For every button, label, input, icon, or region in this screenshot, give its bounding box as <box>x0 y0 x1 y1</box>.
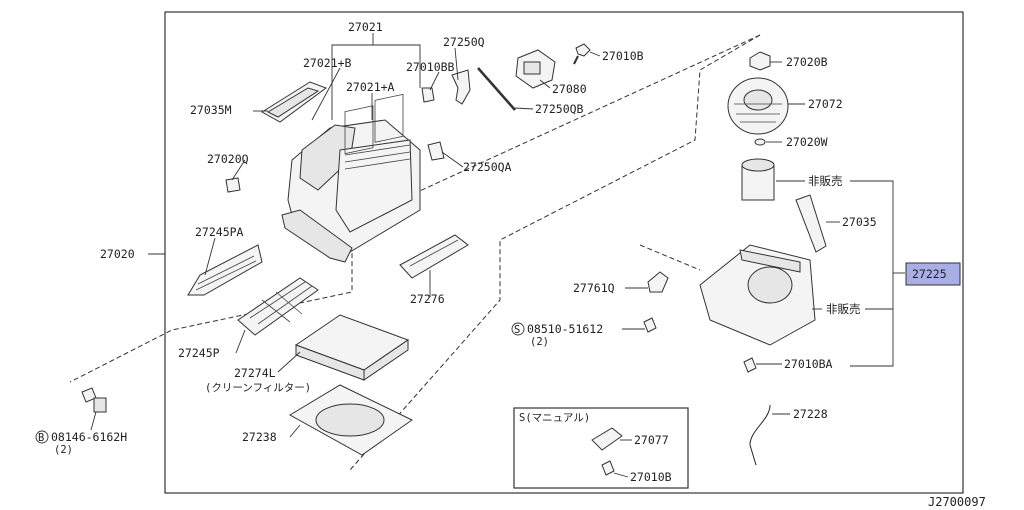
diagram-frame <box>164 11 964 494</box>
label-27250qa[interactable]: 27250QA <box>463 160 512 174</box>
label-27035[interactable]: 27035 <box>842 215 877 229</box>
label-27010b-top[interactable]: 27010B <box>602 49 644 63</box>
label-08146-prefix: B <box>38 432 44 444</box>
drawing-id: J2700097 <box>928 495 986 509</box>
label-08510[interactable]: 08510-51612 <box>527 322 603 336</box>
label-27080[interactable]: 27080 <box>552 82 587 96</box>
label-27020w[interactable]: 27020W <box>786 135 828 149</box>
label-27274l[interactable]: 27274L <box>234 366 276 380</box>
label-27010b-box[interactable]: 27010B <box>630 470 672 484</box>
seal-27035m <box>261 81 328 123</box>
resistor-27077 <box>591 427 623 451</box>
label-08510-prefix: S <box>514 324 520 336</box>
label-27010bb[interactable]: 27010BB <box>406 60 455 74</box>
actuator-27080 <box>515 49 556 89</box>
seal-27276 <box>399 234 469 279</box>
label-27020[interactable]: 27020 <box>100 247 135 261</box>
motor <box>741 158 775 201</box>
circle-s-icon <box>511 322 525 336</box>
circle-b-icon <box>35 430 49 444</box>
duct-27228 <box>749 404 771 466</box>
screw-27010b-box <box>601 460 615 476</box>
screw-27010bb <box>421 87 435 103</box>
screw-27010ba <box>743 357 757 373</box>
heater-case-27020 <box>281 93 421 263</box>
label-08146[interactable]: 08146-6162H <box>51 430 127 444</box>
washer-27020w <box>754 138 766 146</box>
label-27245pa[interactable]: 27245PA <box>195 225 244 239</box>
label-08146-qty: (2) <box>54 444 73 456</box>
label-08510-qty: (2) <box>530 336 549 348</box>
grille-27245p <box>237 277 319 336</box>
label-27225[interactable]: 27225 <box>912 267 947 281</box>
fan-27072 <box>727 77 789 135</box>
blower-housing <box>699 244 816 346</box>
screw-27010b-top <box>573 43 591 65</box>
label-27761q[interactable]: 27761Q <box>573 281 615 295</box>
nut-27020b <box>749 51 771 71</box>
leader-lines <box>90 33 905 478</box>
lever-27250q <box>451 69 471 105</box>
label-27021b[interactable]: 27021+B <box>303 56 352 70</box>
clip-27020q <box>225 177 241 193</box>
clip-27250qa <box>427 141 445 161</box>
label-27250qb[interactable]: 27250QB <box>535 102 584 116</box>
label-27276[interactable]: 27276 <box>410 292 445 306</box>
label-not-sold-2: 非販売 <box>826 302 861 316</box>
bracket-27761q <box>647 271 669 293</box>
bolt-08146 <box>81 387 107 413</box>
label-27072[interactable]: 27072 <box>808 97 843 111</box>
cover-27238 <box>289 384 413 456</box>
label-08146-group[interactable]: B 08146-6162H (2) <box>35 430 127 456</box>
filter-27274l <box>294 314 410 381</box>
label-not-sold-1: 非販売 <box>808 174 843 188</box>
label-27274l-note: (クリーンフィルター) <box>205 382 311 394</box>
label-27245p[interactable]: 27245P <box>178 346 220 360</box>
screw-08510 <box>643 317 657 333</box>
label-27035m[interactable]: 27035M <box>190 103 232 117</box>
assembly-guide-line <box>69 34 761 383</box>
seal-27245pa <box>187 244 263 296</box>
label-manual-box-title: S(マニュアル) <box>519 412 590 424</box>
label-27020q[interactable]: 27020Q <box>207 152 249 166</box>
assembly-guide-line-2 <box>349 34 761 471</box>
link-rod-27250q <box>477 67 516 111</box>
label-27077[interactable]: 27077 <box>634 433 669 447</box>
assembly-guide-line-3 <box>639 244 701 271</box>
highlight-27225[interactable] <box>905 262 961 286</box>
label-27238[interactable]: 27238 <box>242 430 277 444</box>
label-27228[interactable]: 27228 <box>793 407 828 421</box>
label-27010ba[interactable]: 27010BA <box>784 357 833 371</box>
manual-subassembly-box <box>513 407 689 489</box>
label-08510-group[interactable]: S 08510-51612 (2) <box>511 322 603 348</box>
label-27020b[interactable]: 27020B <box>786 55 828 69</box>
seal-27035 <box>795 194 827 253</box>
label-27250q[interactable]: 27250Q <box>443 35 485 49</box>
label-27021a[interactable]: 27021+A <box>346 80 395 94</box>
label-27021[interactable]: 27021 <box>348 20 383 34</box>
